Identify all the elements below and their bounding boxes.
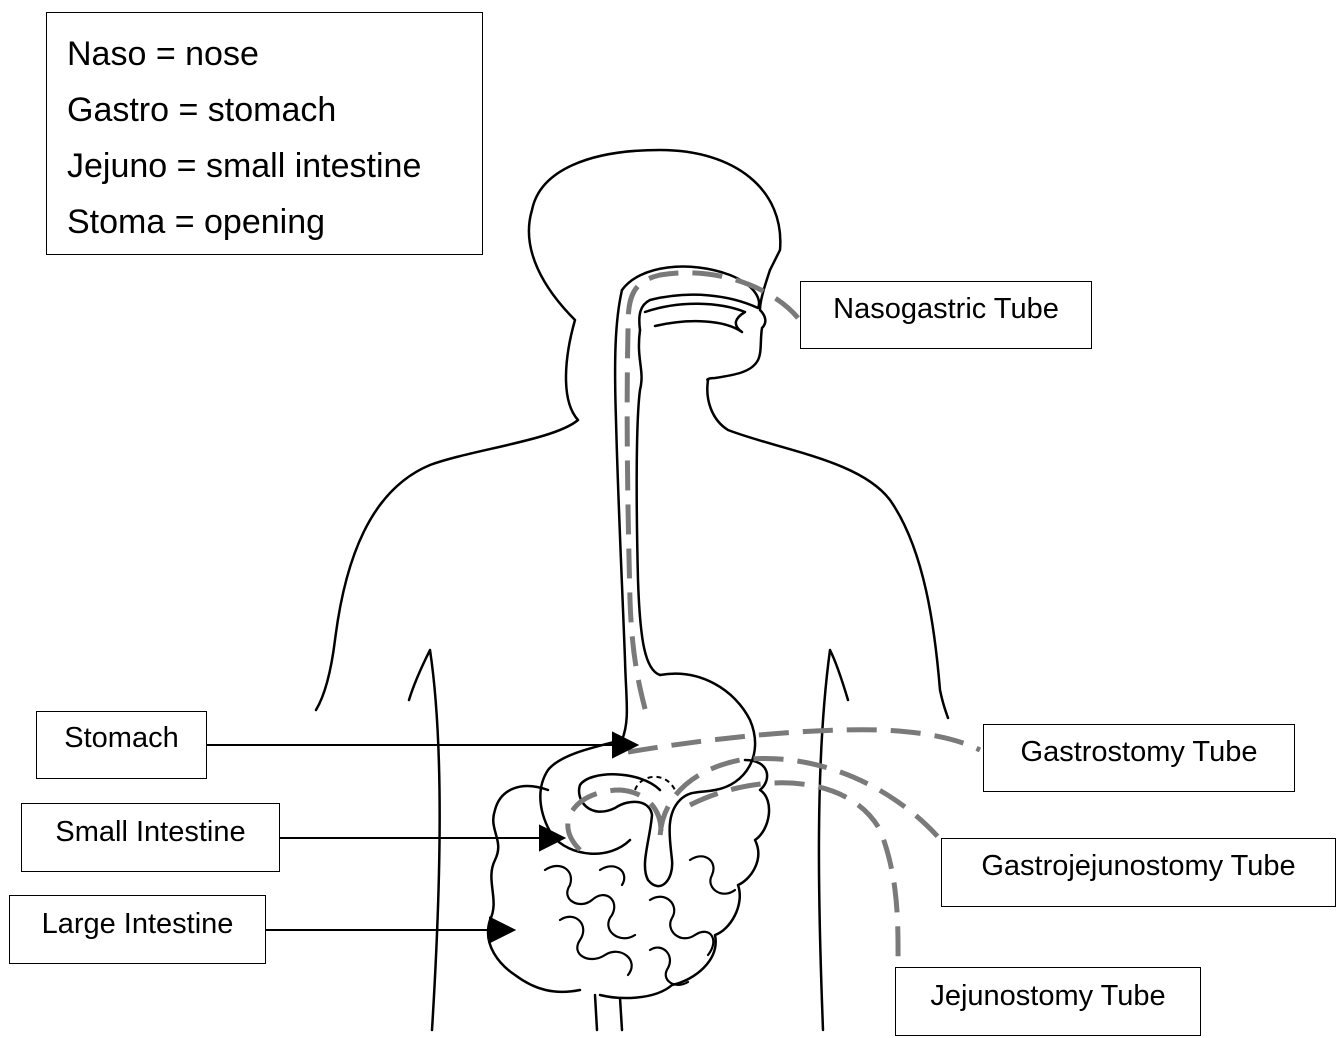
nasal-cavity bbox=[622, 267, 759, 332]
jejunostomy-tube-label-box: Jejunostomy Tube bbox=[895, 967, 1201, 1036]
rectum-lines bbox=[595, 995, 622, 1030]
large-intestine-outline bbox=[488, 760, 769, 998]
glossary-stoma: Stoma = opening bbox=[67, 203, 325, 241]
right-arm-line bbox=[819, 650, 848, 1030]
gastrostomy-tube-label: Gastrostomy Tube bbox=[984, 736, 1294, 768]
stomach-label: Stomach bbox=[37, 722, 206, 754]
stomach-outline bbox=[540, 674, 755, 886]
jejunostomy-tube-line bbox=[690, 783, 898, 975]
large-intestine-arrowhead bbox=[490, 918, 514, 942]
small-intestine-arrowhead bbox=[540, 826, 564, 850]
gastrostomy-tube-line bbox=[628, 730, 980, 752]
large-intestine-label-box: Large Intestine bbox=[9, 895, 266, 964]
gastrojejunostomy-tube-label: Gastrojejunostomy Tube bbox=[942, 850, 1335, 882]
gastrojejunostomy-tube-label-box: Gastrojejunostomy Tube bbox=[941, 838, 1336, 907]
glossary-gastro: Gastro = stomach bbox=[67, 91, 336, 129]
esophagus bbox=[615, 290, 660, 740]
nasogastric-tube-line bbox=[627, 273, 798, 720]
glossary-naso: Naso = nose bbox=[67, 35, 259, 73]
nasogastric-tube-label: Nasogastric Tube bbox=[801, 293, 1091, 325]
stomach-label-box: Stomach bbox=[36, 711, 207, 779]
glossary-box: Naso = nose Gastro = stomach Jejuno = sm… bbox=[46, 12, 483, 255]
glossary-jejuno: Jejuno = small intestine bbox=[67, 147, 421, 185]
nasogastric-tube-label-box: Nasogastric Tube bbox=[800, 281, 1092, 349]
left-arm-line bbox=[409, 650, 440, 1030]
face-outline bbox=[707, 270, 770, 380]
small-intestine-label-box: Small Intestine bbox=[21, 803, 280, 872]
gastrostomy-tube-label-box: Gastrostomy Tube bbox=[983, 724, 1295, 792]
small-intestine-label: Small Intestine bbox=[22, 816, 279, 848]
jejunostomy-tube-label: Jejunostomy Tube bbox=[896, 980, 1200, 1012]
large-intestine-label: Large Intestine bbox=[10, 908, 265, 940]
